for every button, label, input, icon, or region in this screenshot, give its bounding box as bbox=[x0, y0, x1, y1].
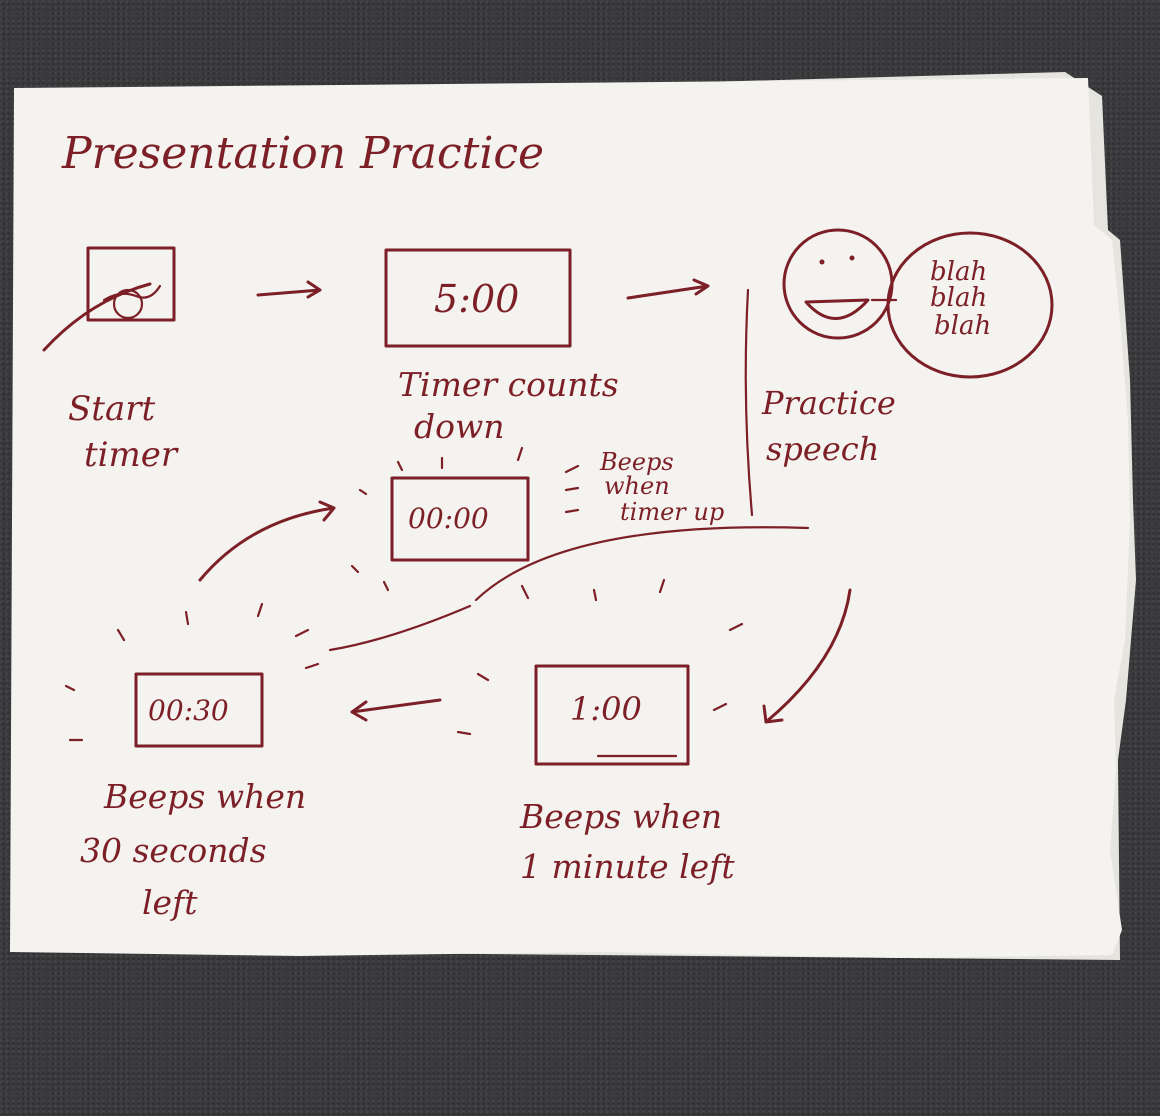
one-minute-label-line1: Beeps when bbox=[519, 797, 722, 836]
thirty-seconds-display-box bbox=[134, 672, 264, 748]
countdown-display: 5:00 bbox=[434, 277, 519, 321]
divider-curve bbox=[474, 526, 810, 602]
countdown-step: 5:00 Timer counts down bbox=[384, 248, 619, 446]
beep-lines-one-minute bbox=[456, 578, 744, 758]
one-minute-step: 1:00 Beeps when 1 minute left bbox=[456, 578, 744, 886]
one-minute-display: 1:00 bbox=[570, 690, 642, 728]
one-minute-label-line2: 1 minute left bbox=[520, 847, 735, 886]
start-timer-label-line2: timer bbox=[84, 435, 179, 475]
speech-bubble: blah blah blah bbox=[870, 231, 1054, 379]
beep-lines-times-up bbox=[350, 446, 524, 592]
divider-vertical bbox=[744, 288, 754, 517]
thirty-seconds-label-line1: Beeps when bbox=[103, 777, 306, 816]
beep-lines-thirty-seconds bbox=[64, 602, 472, 742]
thirty-seconds-display: 00:30 bbox=[148, 694, 229, 727]
countdown-display-box bbox=[384, 248, 572, 348]
times-up-note-line2: when bbox=[604, 472, 670, 500]
arrow-countdown-to-practice bbox=[626, 278, 710, 300]
arrow-one-minute-to-thirty bbox=[350, 698, 442, 722]
start-button-box bbox=[86, 246, 176, 322]
speech-bubble-line1: blah bbox=[930, 257, 987, 287]
times-up-display-box bbox=[390, 476, 530, 562]
countdown-label-line2: down bbox=[414, 407, 505, 446]
one-minute-display-box bbox=[534, 664, 690, 766]
arrow-start-to-countdown bbox=[256, 280, 322, 299]
arrow-thirty-to-times-up bbox=[198, 500, 336, 582]
times-up-step: 00:00 Beeps when timer up bbox=[350, 446, 724, 592]
thirty-seconds-label-line2: 30 seconds bbox=[80, 831, 267, 870]
practice-label-line2: speech bbox=[766, 430, 879, 468]
times-up-note-line3: timer up bbox=[620, 498, 724, 526]
start-timer-step: Start timer bbox=[42, 246, 179, 475]
countdown-label-line1: Timer counts bbox=[398, 365, 619, 404]
practice-speech-step: blah blah blah Practice speech bbox=[761, 228, 1054, 468]
thirty-seconds-step: 00:30 Beeps when 30 seconds left bbox=[64, 602, 472, 922]
sketch-title: Presentation Practice bbox=[61, 128, 544, 179]
crossed-out-button-icon bbox=[42, 282, 162, 352]
times-up-note-line1: Beeps bbox=[599, 448, 674, 476]
start-timer-label-line1: Start bbox=[68, 389, 155, 429]
arrow-practice-to-one-minute bbox=[762, 588, 852, 724]
practice-label-line1: Practice bbox=[761, 384, 896, 422]
times-up-display: 00:00 bbox=[408, 502, 489, 535]
speech-bubble-line3: blah bbox=[934, 311, 991, 341]
speech-bubble-line2: blah bbox=[930, 283, 987, 313]
thirty-seconds-label-line3: left bbox=[142, 883, 198, 922]
paper-sheet bbox=[10, 78, 1130, 958]
